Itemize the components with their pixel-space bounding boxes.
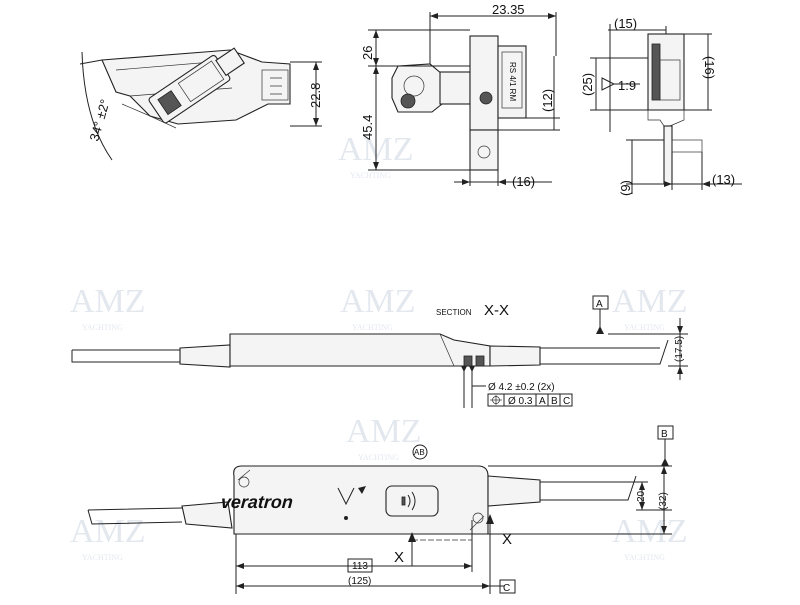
datum-a-label: A	[596, 299, 603, 310]
datum-b-label: B	[661, 429, 668, 440]
side-bottom-right-dim: (13)	[712, 172, 735, 187]
section-mark-right: X	[502, 531, 512, 548]
front-lower-dim: 45.4	[360, 115, 375, 140]
front-label-text: RS 4/1 RM	[508, 62, 517, 101]
svg-text:AMZ: AMZ	[612, 283, 688, 320]
section-view: SECTION X-X A (17.5) Ø 4.2 ±0.2 (2x) Ø 0…	[71, 295, 688, 408]
svg-text:YACHTING: YACHTING	[82, 323, 123, 332]
svg-text:YACHTING: YACHTING	[350, 171, 391, 180]
plan-view: AB B veratron 20 (32)	[87, 425, 674, 594]
side-bottom-left-dim: (9)	[618, 180, 633, 196]
feature-control-frame: Ø 0.3 A B C	[487, 393, 573, 407]
watermark-4: AMZ YACHTING	[612, 283, 688, 332]
front-right-dim: (12)	[540, 89, 555, 112]
svg-text:AMZ: AMZ	[70, 283, 146, 320]
marker-ab-label: AB	[414, 448, 425, 457]
plan-height-outer-dim: (32)	[658, 492, 669, 510]
marker-ab-circle	[412, 444, 428, 460]
fcf-datum-1: A	[539, 396, 546, 407]
section-hole-dim: Ø 4.2 ±0.2 (2x)	[488, 382, 555, 393]
iso-height-dim: 22.8	[308, 83, 323, 108]
plan-width-outer-dim: (125)	[348, 576, 371, 587]
svg-text:YACHTING: YACHTING	[82, 553, 123, 562]
svg-text:YACHTING: YACHTING	[358, 453, 399, 462]
side-top-dim: (15)	[614, 16, 637, 31]
plan-width-inner-dim: 113	[352, 561, 368, 572]
watermark-6: AMZ YACHTING	[70, 513, 146, 562]
datum-c-box	[499, 579, 516, 594]
fcf-value: Ø 0.3	[508, 396, 533, 407]
section-height-dim: (17.5)	[674, 336, 685, 362]
side-view: (15) (16) (25) 1:9 (9) (13)	[580, 16, 742, 196]
nfc-icon	[401, 491, 416, 511]
side-taper-text: 1:9	[618, 78, 636, 93]
svg-text:YACHTING: YACHTING	[624, 323, 665, 332]
svg-text:YACHTING: YACHTING	[624, 553, 665, 562]
iso-angle-dim: 34° ±2°	[86, 98, 112, 143]
svg-text:AMZ: AMZ	[340, 283, 416, 320]
side-right-dim: (16)	[702, 56, 717, 79]
watermark-7: AMZ YACHTING	[612, 513, 688, 562]
basic-dim-113-box	[347, 558, 373, 573]
watermark-3: AMZ YACHTING	[340, 283, 416, 332]
section-mark-left: X	[394, 549, 404, 566]
plan-height-inner-dim: 20	[636, 490, 647, 502]
brand-logo: veratron	[220, 492, 293, 512]
front-upper-dim: 26	[360, 46, 375, 60]
watermark-2: AMZ YACHTING	[70, 283, 146, 332]
brand-v-mark	[337, 487, 355, 506]
side-left-dim: (25)	[580, 73, 595, 96]
front-bottom-dim: (16)	[512, 174, 535, 189]
svg-text:AMZ: AMZ	[612, 513, 688, 550]
fcf-datum-3: C	[563, 396, 570, 407]
section-title-prefix: SECTION	[436, 308, 472, 317]
front-width-dim: 23.35	[492, 2, 525, 17]
iso-view: 22.8 34° ±2°	[79, 47, 323, 161]
watermark-group: AMZ YACHTING AMZ YACHTING AMZ YACHTING A…	[70, 131, 688, 562]
svg-text:AMZ: AMZ	[70, 513, 146, 550]
svg-text:YACHTING: YACHTING	[352, 323, 393, 332]
fcf-datum-2: B	[551, 396, 558, 407]
svg-text:AMZ: AMZ	[346, 413, 422, 450]
watermark-5: AMZ YACHTING	[346, 413, 422, 462]
nfc-pad	[385, 485, 439, 517]
front-view: 23.35 RS 4/1 RM 26 45.4 (12) (16)	[360, 2, 560, 189]
section-title-name: X-X	[484, 302, 509, 319]
datum-c-label: C	[503, 583, 510, 594]
